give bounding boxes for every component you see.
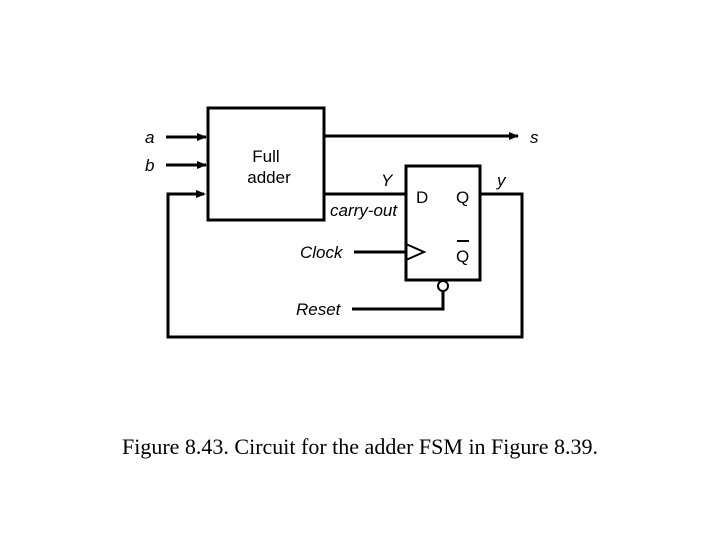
full-adder-label-line2: adder [247, 168, 291, 187]
feedback-arrowhead [196, 190, 206, 198]
carry-out-label: carry-out [330, 201, 398, 220]
reset-label: Reset [296, 300, 342, 319]
full-adder-label-line1: Full [252, 147, 279, 166]
output-s-label: s [530, 128, 539, 147]
full-adder-block [206, 106, 326, 222]
input-b-label: b [145, 156, 154, 175]
feedback-wire [166, 192, 524, 339]
flipflop-q-label: Q [456, 188, 469, 207]
reset-wire [352, 291, 445, 311]
reset-bubble-icon [437, 280, 449, 292]
flipflop-qbar-label: Q [456, 247, 469, 266]
input-a-label: a [145, 128, 154, 147]
figure-caption: Figure 8.43. Circuit for the adder FSM i… [121, 434, 598, 459]
output-y-label: y [496, 171, 507, 190]
clock-triangle-icon [405, 243, 427, 261]
clock-label: Clock [300, 243, 344, 262]
flipflop-d-label: D [416, 188, 428, 207]
adder-y-label: Y [381, 171, 394, 190]
